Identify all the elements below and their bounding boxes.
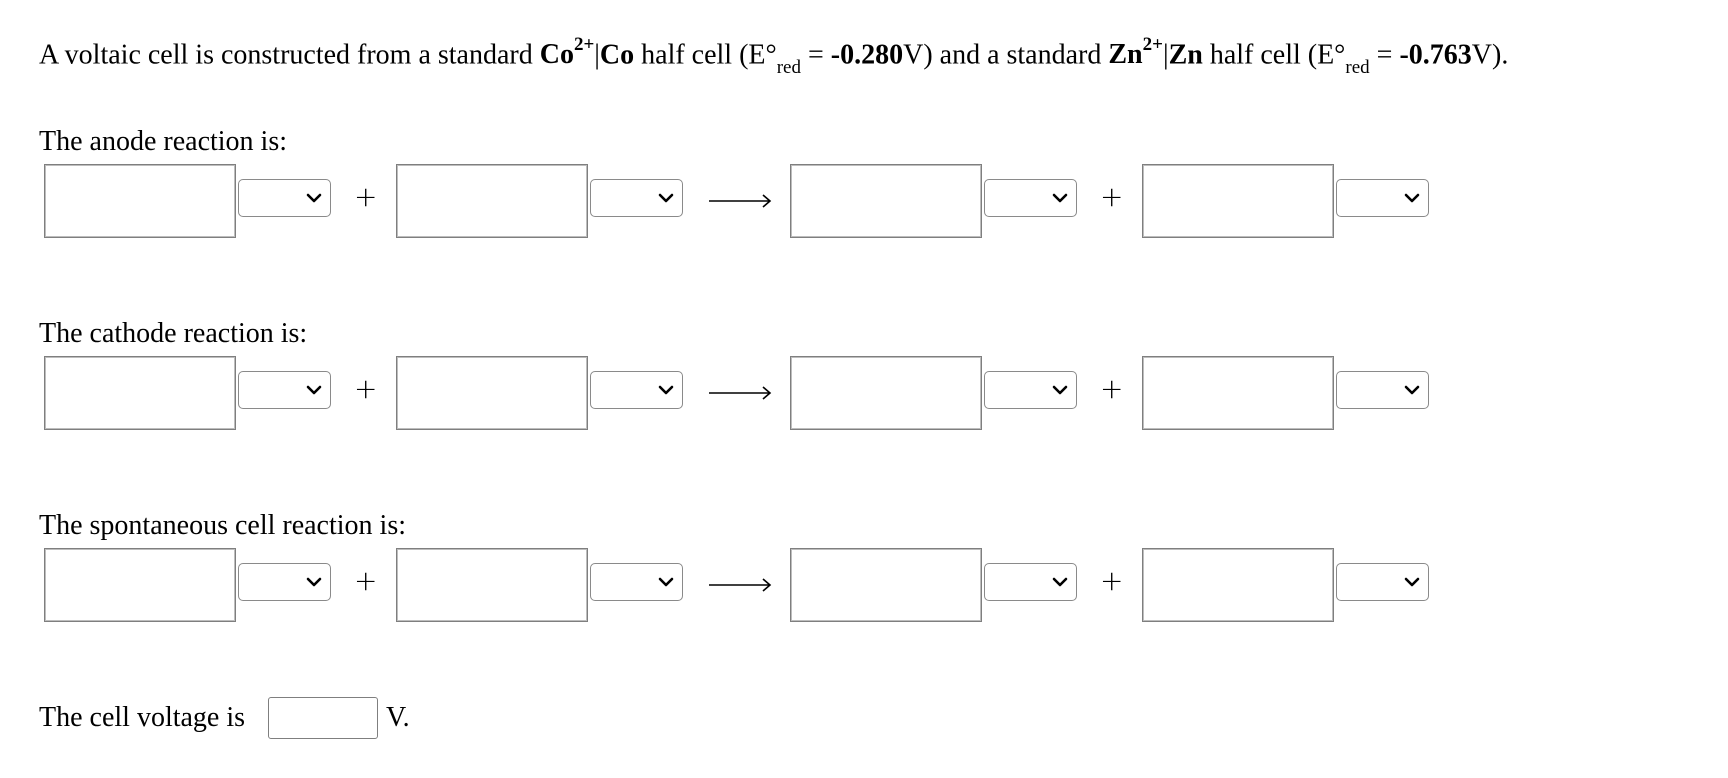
couple1-bar: | bbox=[594, 39, 600, 71]
cell-equation: + + bbox=[44, 548, 1444, 624]
cell-voltage-unit: V. bbox=[386, 702, 410, 733]
cathode-product-1-input[interactable] bbox=[790, 356, 982, 430]
anode-product-2-input[interactable] bbox=[1142, 164, 1334, 238]
intro-sub1: red bbox=[776, 56, 801, 78]
anode-equation: + + bbox=[44, 164, 1444, 240]
cathode-reactant-1-input[interactable] bbox=[44, 356, 236, 430]
anode-product-2-state-select[interactable] bbox=[1336, 179, 1429, 217]
intro-prefix: A voltaic cell is constructed from a sta… bbox=[39, 39, 540, 71]
anode-reactant-2-input[interactable] bbox=[396, 164, 588, 238]
chevron-down-icon bbox=[306, 193, 322, 203]
problem-statement: A voltaic cell is constructed from a sta… bbox=[39, 35, 1509, 77]
couple1-metal: Co bbox=[599, 39, 635, 71]
chevron-down-icon bbox=[658, 385, 674, 395]
anode-reactant-2-state-select[interactable] bbox=[590, 179, 683, 217]
intro-value2: -0.763 bbox=[1399, 39, 1472, 71]
chevron-down-icon bbox=[1404, 577, 1420, 587]
cell-product-2-input[interactable] bbox=[1142, 548, 1334, 622]
cell-product-2-state-select[interactable] bbox=[1336, 563, 1429, 601]
plus-sign: + bbox=[1100, 564, 1124, 597]
reaction-arrow-icon bbox=[709, 386, 772, 400]
intro-value1: -0.280 bbox=[830, 39, 904, 71]
cell-reaction-label: The spontaneous cell reaction is: bbox=[39, 510, 406, 541]
couple2-bar: | bbox=[1162, 39, 1169, 71]
chevron-down-icon bbox=[658, 577, 674, 587]
reaction-arrow-icon bbox=[709, 578, 772, 592]
intro-unit1: V) and a standard bbox=[903, 39, 1109, 71]
cathode-reactant-2-input[interactable] bbox=[396, 356, 588, 430]
intro-eq1: = bbox=[800, 39, 831, 71]
plus-sign: + bbox=[354, 180, 378, 213]
intro-mid2: half cell (E° bbox=[1202, 39, 1346, 71]
chevron-down-icon bbox=[1052, 193, 1068, 203]
couple1: Co2+ bbox=[539, 35, 595, 71]
anode-product-1-input[interactable] bbox=[790, 164, 982, 238]
cathode-reactant-1-state-select[interactable] bbox=[238, 371, 331, 409]
cell-reactant-2-state-select[interactable] bbox=[590, 563, 683, 601]
intro-unit2: V). bbox=[1471, 39, 1509, 71]
cell-reactant-1-input[interactable] bbox=[44, 548, 236, 622]
cell-voltage-label: The cell voltage is bbox=[39, 702, 246, 733]
cathode-product-1-state-select[interactable] bbox=[984, 371, 1077, 409]
plus-sign: + bbox=[354, 564, 378, 597]
cell-reactant-2-input[interactable] bbox=[396, 548, 588, 622]
intro-mid1: half cell (E° bbox=[634, 39, 777, 71]
couple2-ion: Zn bbox=[1108, 39, 1143, 71]
cathode-label: The cathode reaction is: bbox=[39, 318, 308, 349]
chevron-down-icon bbox=[306, 577, 322, 587]
cathode-product-2-state-select[interactable] bbox=[1336, 371, 1429, 409]
plus-sign: + bbox=[1100, 372, 1124, 405]
intro-eq2: = bbox=[1369, 39, 1400, 71]
chevron-down-icon bbox=[1404, 193, 1420, 203]
cathode-equation: + + bbox=[44, 356, 1444, 432]
anode-label: The anode reaction is: bbox=[39, 126, 288, 157]
cathode-product-2-input[interactable] bbox=[1142, 356, 1334, 430]
anode-reactant-1-state-select[interactable] bbox=[238, 179, 331, 217]
anode-product-1-state-select[interactable] bbox=[984, 179, 1077, 217]
chevron-down-icon bbox=[658, 193, 674, 203]
cell-product-1-state-select[interactable] bbox=[984, 563, 1077, 601]
chevron-down-icon bbox=[1404, 385, 1420, 395]
reaction-arrow-icon bbox=[709, 194, 772, 208]
couple1-charge: 2+ bbox=[573, 34, 595, 55]
couple2-charge: 2+ bbox=[1142, 34, 1163, 55]
plus-sign: + bbox=[1100, 180, 1124, 213]
cathode-reactant-2-state-select[interactable] bbox=[590, 371, 683, 409]
cell-product-1-input[interactable] bbox=[790, 548, 982, 622]
cell-voltage-input[interactable] bbox=[268, 697, 378, 739]
chevron-down-icon bbox=[1052, 577, 1068, 587]
chevron-down-icon bbox=[1052, 385, 1068, 395]
cell-reactant-1-state-select[interactable] bbox=[238, 563, 331, 601]
couple2-metal: Zn bbox=[1168, 39, 1203, 71]
plus-sign: + bbox=[354, 372, 378, 405]
chevron-down-icon bbox=[306, 385, 322, 395]
anode-reactant-1-input[interactable] bbox=[44, 164, 236, 238]
couple1-ion: Co bbox=[539, 39, 574, 71]
couple2: Zn2+ bbox=[1108, 35, 1163, 71]
intro-sub2: red bbox=[1345, 56, 1370, 78]
